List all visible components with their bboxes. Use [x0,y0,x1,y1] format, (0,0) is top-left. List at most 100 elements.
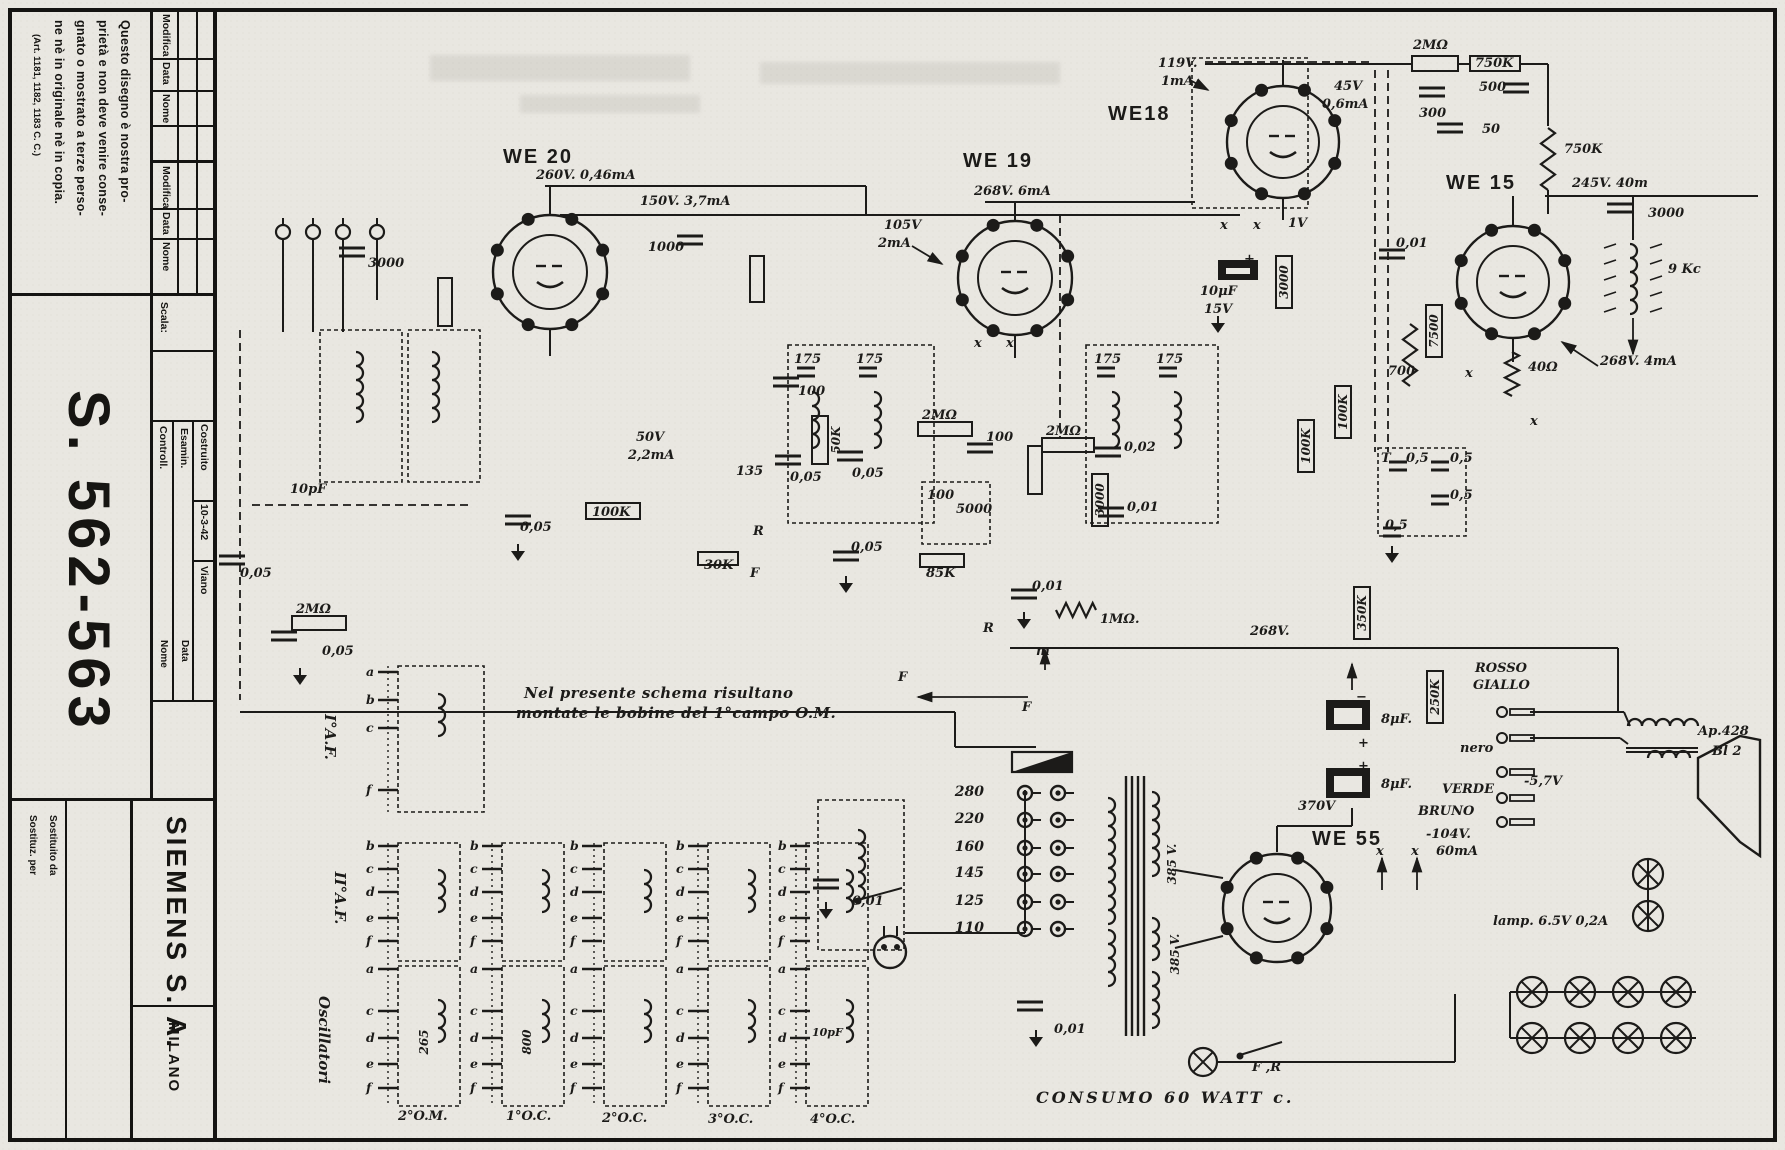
schematic-label-2: d [778,1030,787,1045]
rev-header: Nome [160,242,172,272]
coil-symbol [1151,916,1161,962]
tube-pin [1328,114,1342,128]
coil-symbol [1151,970,1161,1030]
legal-article-ref: (Art. 1181, 1182, 1183 C. C.) [31,34,42,156]
resistor-box [1425,304,1443,358]
schematic-label-1: c [366,861,374,876]
resistor-box [1091,473,1109,527]
module-box [805,965,869,1107]
tube-pin [1454,254,1468,268]
connector-plug [1509,734,1535,742]
schematic-label-2: d [366,884,375,899]
schematic-label-2: d [570,884,579,899]
lamp-symbol [1664,1026,1688,1050]
ground-symbol [819,909,833,919]
schematic-label-2: d [676,884,685,899]
fuse-symbol [1012,752,1072,772]
vacuum-tube-envelope [1221,852,1333,964]
schematic-label-label: Oscillatori [315,996,333,1084]
schematic-label-we18_10uf: 10μF [1200,284,1237,299]
lamp-symbol [1616,1026,1640,1050]
tube-pin [1224,114,1238,128]
data-header: Data [179,640,190,662]
voltage-selector-contact [1022,926,1028,932]
pointer-arrow [911,245,944,265]
company-city: MILANO [165,1022,182,1094]
resistor-box [917,421,973,437]
potentiometer-zigzag [1502,351,1522,397]
schematic-label-we19_105: 105V [884,218,922,233]
schematic-label-3: e [676,1056,684,1071]
coil-symbol [1111,390,1121,450]
schematic-label-det_f1: F [898,670,908,685]
vacuum-tube-envelope [1225,84,1341,200]
voltage-selector-contact [1022,871,1028,877]
resistor-box [1297,419,1315,473]
lamp-symbol [1631,857,1665,891]
tube-pin [1320,880,1334,894]
coil-symbol [1107,796,1117,926]
tube-pin [1249,851,1263,865]
tube-pin [565,318,579,332]
resistor-box [1469,55,1521,72]
schematic-label-note1: Nel presente schema risultano [524,684,794,702]
schematic-label-we15_750k2: 750K [1564,142,1603,157]
antenna-jack [368,223,386,241]
vacuum-tube-envelope [1455,224,1571,340]
schematic-label-we18_700: 700 [1388,364,1416,379]
schematic-label-out_bruno: BRUNO [1418,804,1475,819]
schematic-label-out_57: -5,7V [1524,774,1563,789]
antenna-jack [304,223,322,241]
info-rule [172,420,174,700]
schematic-label-3: e [570,910,578,925]
schematic-label-det_85k: 85K [926,566,956,581]
tube-cathode [1001,286,1029,295]
tube-pin [1249,951,1263,965]
coil-symbol [845,868,855,914]
schematic-label-4: 125 [954,893,984,909]
schematic-label-we15_9kc: 9 Kc [1668,262,1701,277]
schematic-label-we20_50v: 50V [636,430,665,445]
coil-ticks [1649,291,1663,297]
schematic-label-3: e [778,1056,786,1071]
schematic-label-we20_v2: 150V. 3,7mA [640,194,731,209]
schematic-label-0: b [366,838,375,853]
connector-plug [1496,766,1508,778]
rev-table-rule [150,90,213,92]
module-box [397,665,485,813]
schematic-label-3: e [570,1056,578,1071]
coil-symbol [747,868,757,914]
schematic-label-0: b [778,838,787,853]
schematic-label-psu_385a: 385 V. [1165,843,1179,885]
rev-header: Data [160,62,172,85]
schematic-label-psu_8uf1: 8μF. [1381,712,1413,727]
coil-symbol [431,350,441,424]
schematic-label-ant_3000: 3000 [368,256,405,271]
schematic-label-1: c [470,1003,478,1018]
tube-pin [1527,223,1541,237]
schematic-label-3: 3°O.C. [708,1112,754,1127]
rev-header: Data [160,212,172,235]
schematic-label-psu_plus2: + [1358,759,1369,774]
schematic-label-we15_3000: 3000 [1648,206,1685,221]
schematic-label-we18_05b: 0,5 [1450,451,1473,466]
built-name: Viano [198,566,210,595]
coil-symbol [355,350,365,424]
schematic-label-we18_100k2: 100K [1336,394,1350,430]
schematic-label-det_100b: 100 [927,488,955,503]
module-box [603,842,667,962]
schematic-label-out_104: -104V. [1426,827,1471,842]
substitution-for: Sostituz. per [27,815,38,876]
switch-lever [857,887,903,901]
lamp-symbol [1659,975,1693,1009]
tube-pin [521,212,535,226]
resistor-box [1334,385,1352,439]
coil-symbol [437,998,447,1044]
schematic-label-osc_10pf: 10pF [812,1026,843,1039]
rev-table-rule [150,8,153,295]
schematic-label-label: II°A.F. [331,871,349,925]
vacuum-tube-inner [1476,245,1550,319]
schematic-label-we18_05d: 0,5 [1385,518,1408,533]
schematic-label-1: c [570,1003,578,1018]
lamp-symbol [1568,980,1592,1004]
